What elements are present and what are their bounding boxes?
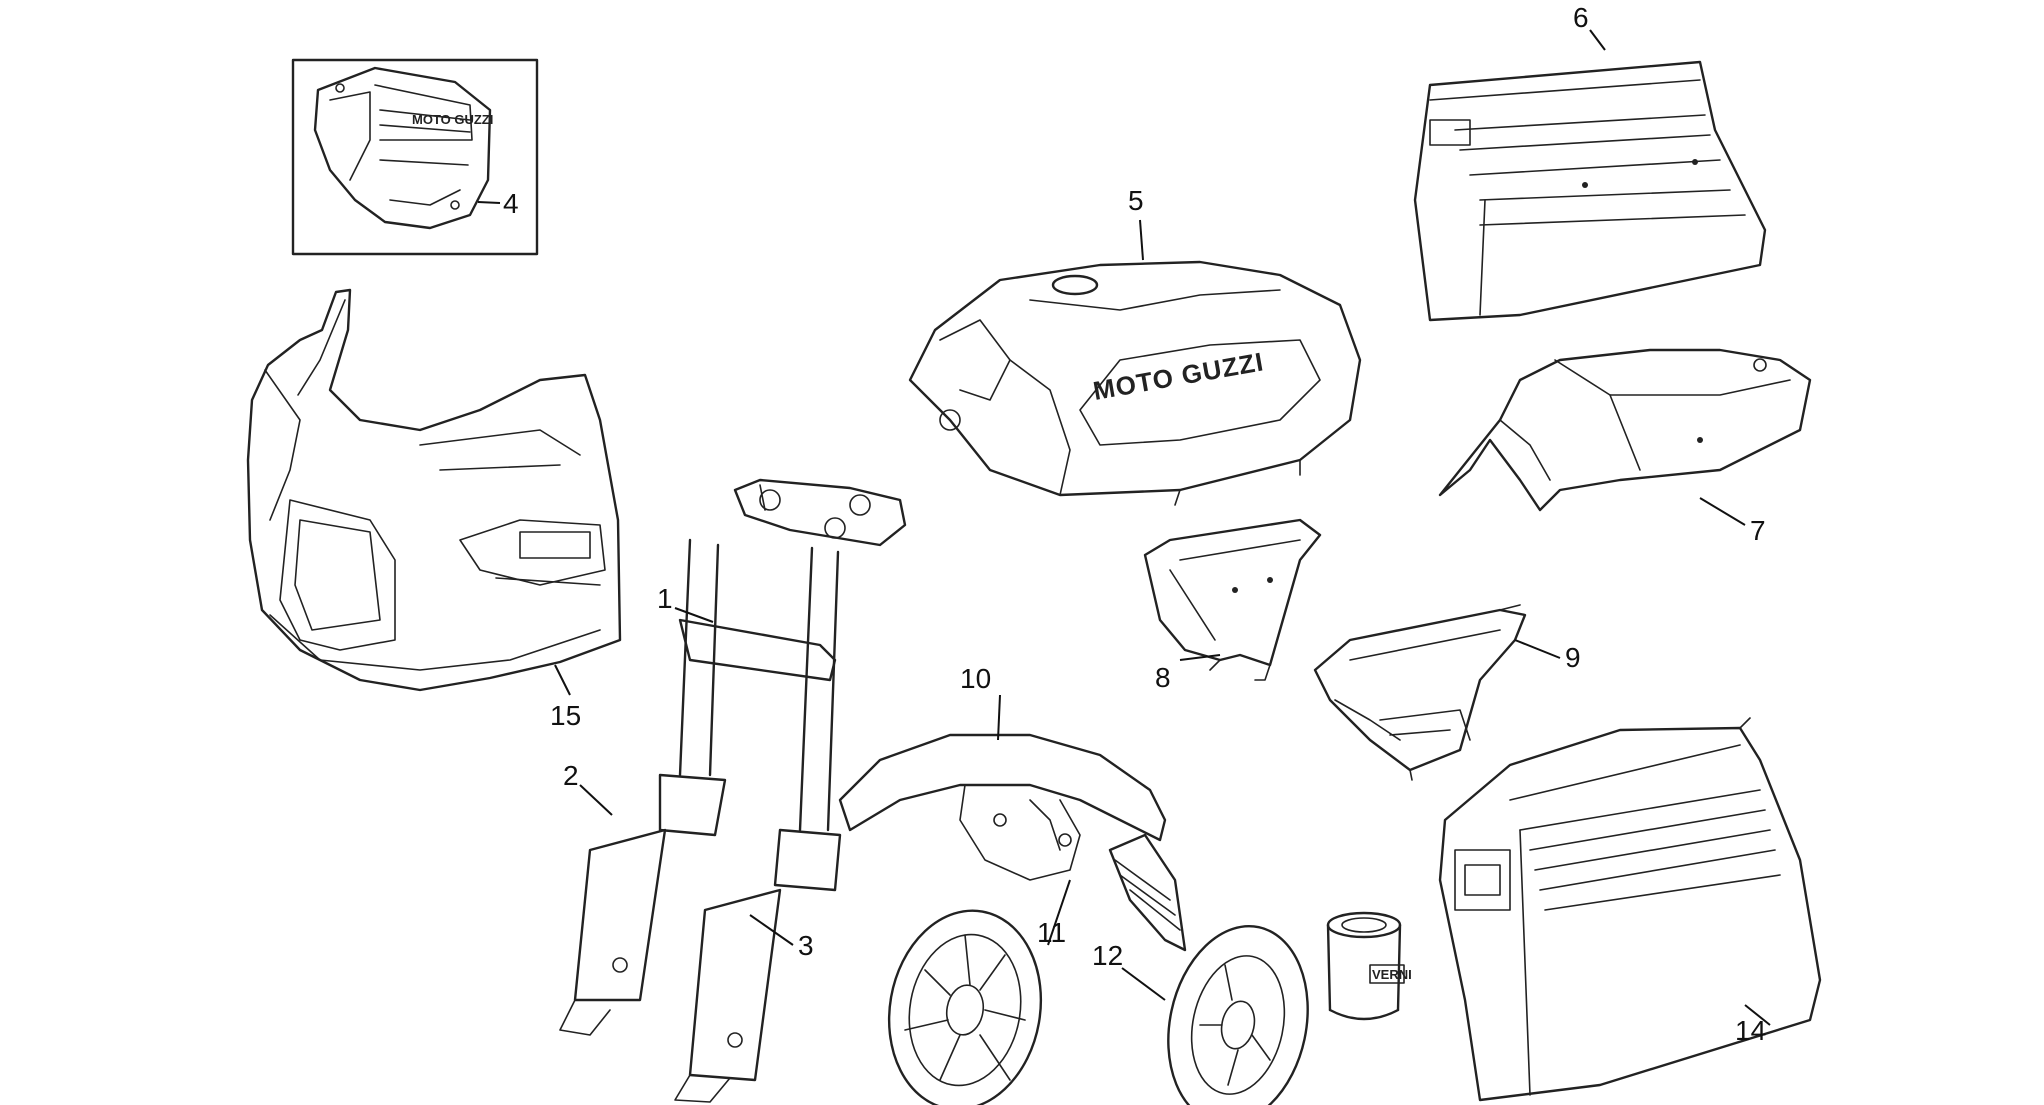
fuel-tank[interactable]: MOTO GUZZI <box>908 260 1362 506</box>
fairing[interactable] <box>246 288 622 692</box>
paint-can-label: VERNI <box>1372 967 1412 982</box>
side-cover-left[interactable] <box>1143 518 1322 681</box>
callout-numbers: 1 2 3 4 5 6 7 8 9 10 11 12 14 15 <box>503 2 1766 1046</box>
callout-3: 3 <box>798 930 814 961</box>
inset-fairing-inner-panel[interactable]: MOTO GUZZI <box>313 66 493 230</box>
front-fork-assembly[interactable] <box>559 478 907 1103</box>
callout-12: 12 <box>1092 940 1123 971</box>
top-case[interactable] <box>1413 60 1767 322</box>
brake-disc-left[interactable] <box>874 898 1056 1105</box>
side-cover-right[interactable] <box>1313 604 1527 781</box>
side-case[interactable] <box>1438 717 1822 1102</box>
tail-fairing[interactable] <box>1438 348 1812 512</box>
callout-4: 4 <box>503 188 519 219</box>
callout-10: 10 <box>960 663 991 694</box>
brake-disc-right[interactable] <box>1151 913 1326 1105</box>
callout-7: 7 <box>1750 515 1766 546</box>
callout-2: 2 <box>563 760 579 791</box>
callout-11: 11 <box>1037 917 1066 948</box>
callout-14: 14 <box>1735 1015 1766 1046</box>
callout-15: 15 <box>550 700 581 731</box>
tank-brand-logo: MOTO GUZZI <box>1091 346 1266 406</box>
touch-up-paint-can[interactable]: VERNI <box>1326 911 1412 1021</box>
callout-6: 6 <box>1573 2 1589 33</box>
callout-8: 8 <box>1155 662 1171 693</box>
leader-lines <box>477 29 1771 1026</box>
callout-9: 9 <box>1565 642 1581 673</box>
callout-1: 1 <box>657 583 673 614</box>
svg-text:MOTO GUZZI: MOTO GUZZI <box>412 112 493 127</box>
callout-5: 5 <box>1128 185 1144 216</box>
inset-box-part-4: MOTO GUZZI <box>291 58 539 256</box>
front-mudguard[interactable] <box>838 733 1187 952</box>
